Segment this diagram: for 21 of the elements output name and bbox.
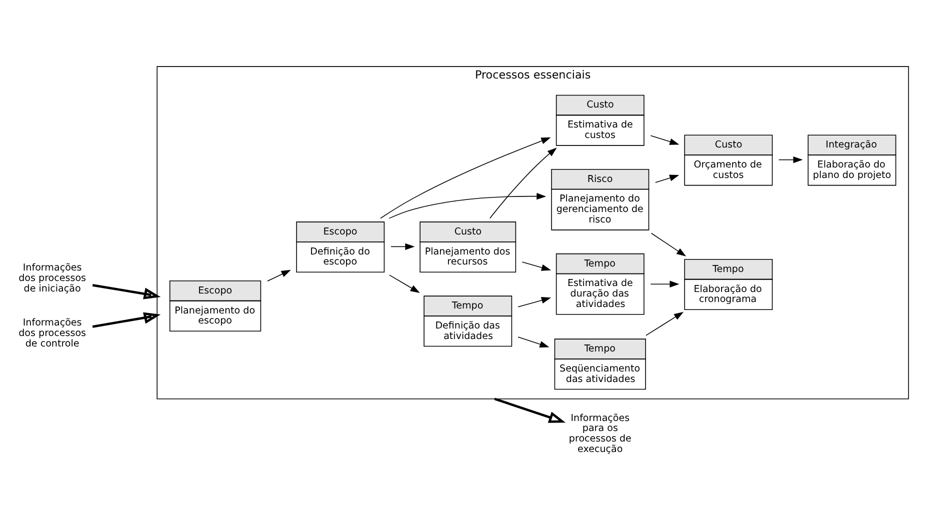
arrow xyxy=(490,148,557,219)
arrow xyxy=(380,137,551,219)
arrow xyxy=(92,284,161,300)
arrow xyxy=(518,297,552,308)
arrow xyxy=(646,312,684,336)
arrow xyxy=(267,270,291,282)
arrow xyxy=(778,156,803,164)
arrow xyxy=(522,262,552,271)
arrow xyxy=(494,398,566,423)
arrow xyxy=(650,135,680,145)
arrow xyxy=(518,336,550,348)
node-text: Informações dos processos de iniciação xyxy=(18,262,86,294)
arrow xyxy=(390,243,415,250)
arrow xyxy=(388,192,546,219)
arrow xyxy=(389,274,420,293)
arrow xyxy=(92,312,161,328)
node-text: Informações dos processos de controle xyxy=(18,318,86,350)
arrow xyxy=(650,280,680,288)
arrow xyxy=(655,174,680,183)
node-text: Informações para os processos de execução xyxy=(568,412,632,455)
arrow xyxy=(651,232,686,256)
